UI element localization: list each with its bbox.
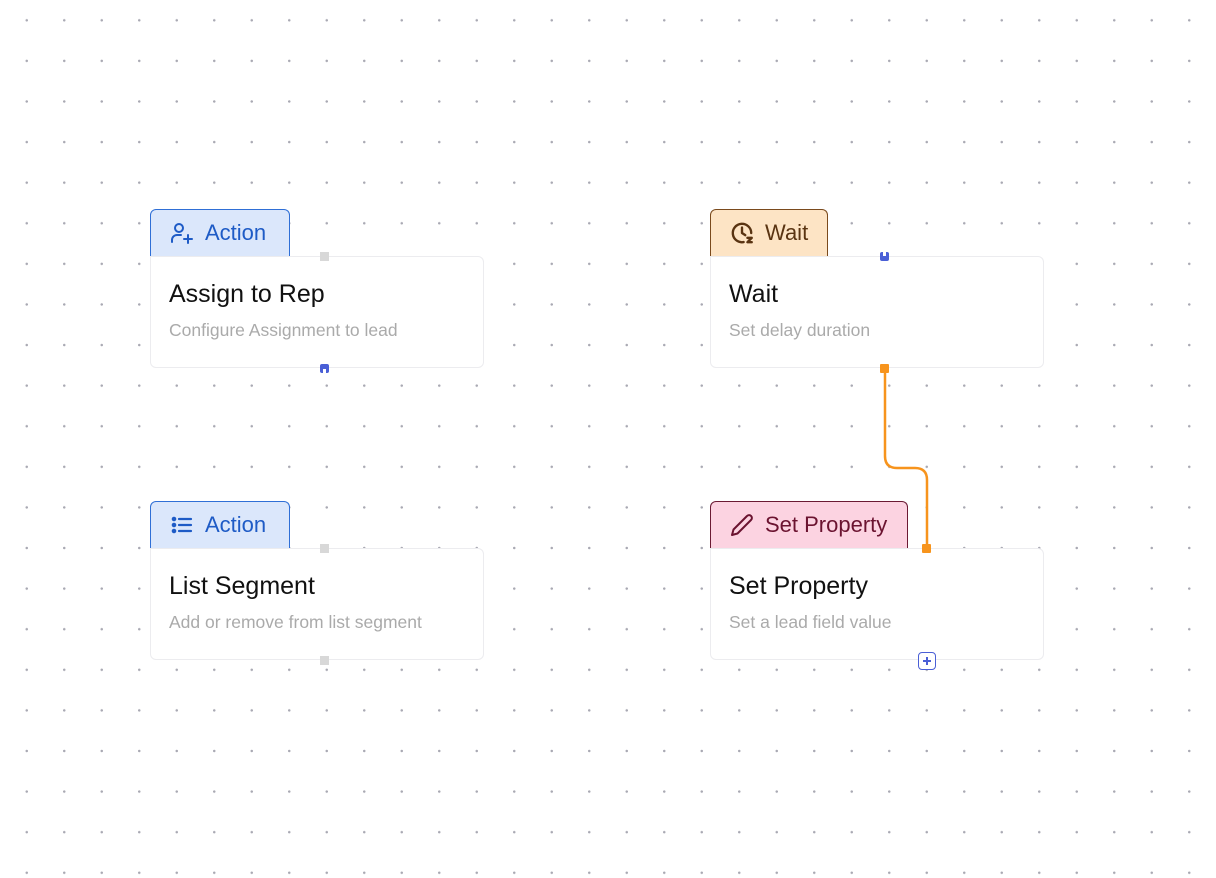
node-type-tab-set-property[interactable]: Set Property: [710, 501, 908, 548]
node-title: Assign to Rep: [169, 280, 325, 308]
node-wait[interactable]: Wait Set delay duration: [710, 256, 1044, 368]
input-handle[interactable]: [320, 544, 329, 553]
node-set-property[interactable]: Set Property Set a lead field value: [710, 548, 1044, 660]
node-title: Set Property: [729, 572, 868, 600]
node-type-label: Set Property: [765, 512, 888, 537]
node-type-tab-action[interactable]: Action: [150, 209, 290, 256]
output-handle-connected[interactable]: [880, 364, 889, 373]
list-icon: [169, 512, 195, 538]
node-subtitle: Configure Assignment to lead: [169, 320, 398, 340]
node-type-label: Action: [205, 220, 267, 245]
input-handle[interactable]: [880, 252, 889, 261]
clock-icon: [729, 220, 755, 246]
node-type-label: Action: [205, 512, 267, 537]
node-type-tab-wait[interactable]: Wait: [710, 209, 828, 256]
input-handle-connected[interactable]: [922, 544, 931, 553]
output-handle[interactable]: [320, 656, 329, 665]
node-assign-to-rep[interactable]: Assign to Rep Configure Assignment to le…: [150, 256, 484, 368]
node-type-tab-action[interactable]: Action: [150, 501, 290, 548]
node-type-label: Wait: [765, 220, 809, 245]
node-title: List Segment: [169, 572, 315, 600]
pencil-icon: [729, 512, 755, 538]
node-list-segment[interactable]: List Segment Add or remove from list seg…: [150, 548, 484, 660]
node-subtitle: Set delay duration: [729, 320, 871, 340]
input-handle[interactable]: [320, 252, 329, 261]
add-next-step-button[interactable]: [918, 652, 936, 670]
node-subtitle: Add or remove from list segment: [169, 612, 422, 632]
node-subtitle: Set a lead field value: [729, 612, 892, 632]
output-handle[interactable]: [320, 364, 329, 373]
node-title: Wait: [729, 280, 779, 308]
user-plus-icon: [169, 220, 195, 246]
